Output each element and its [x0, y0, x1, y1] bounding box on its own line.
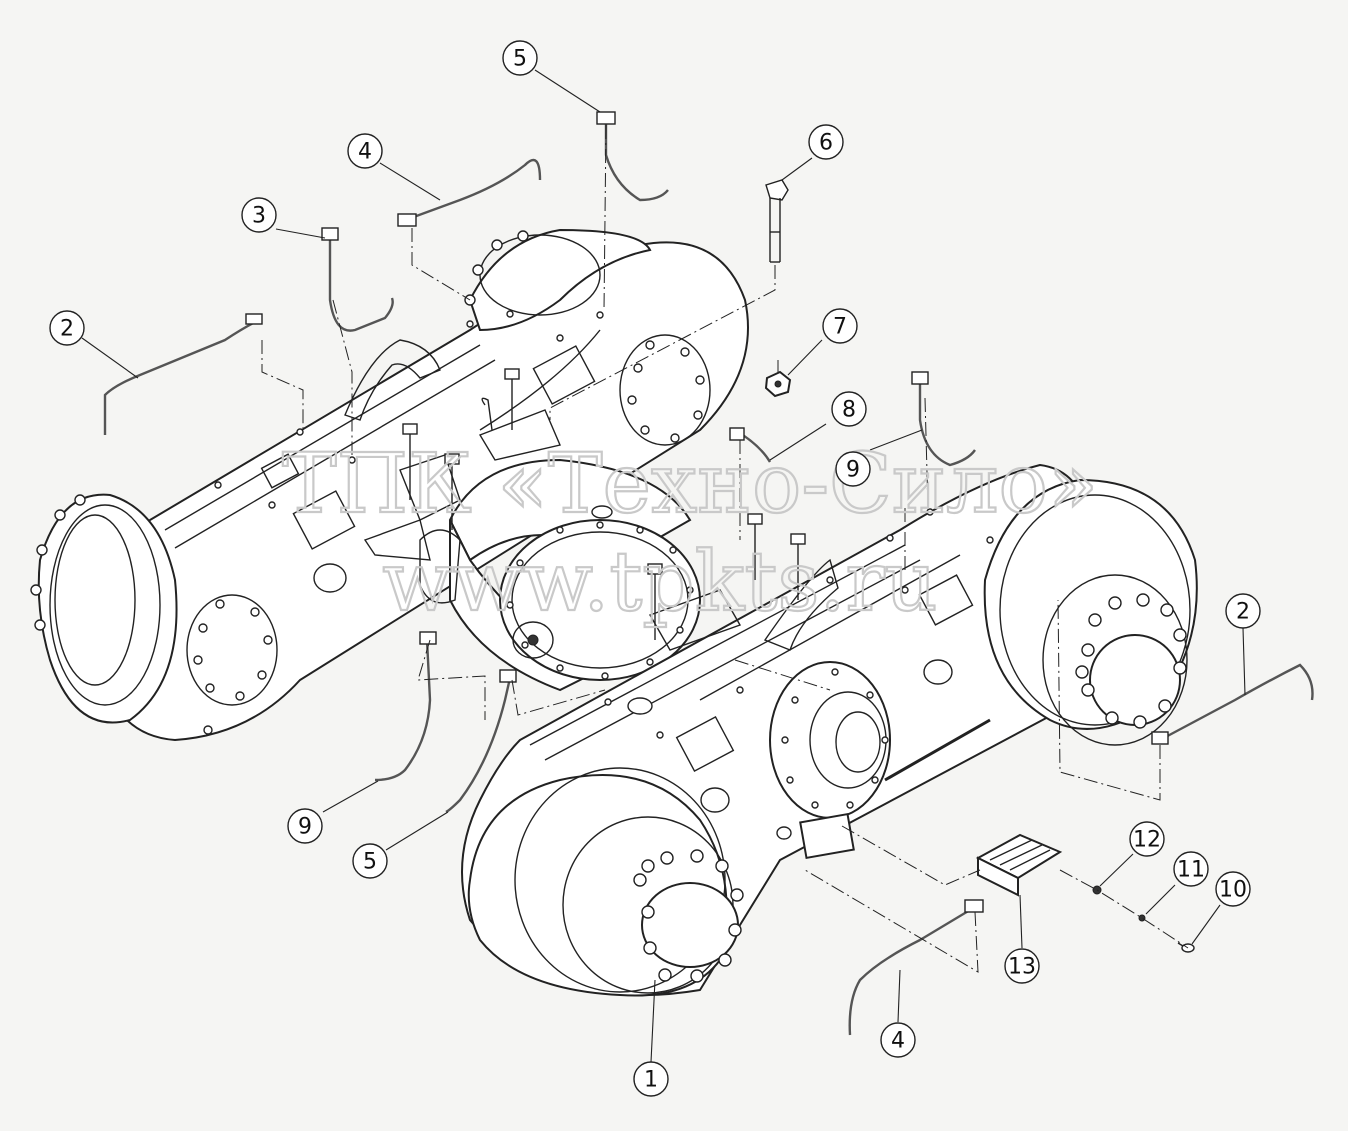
- callout-4-top: 4: [347, 133, 383, 169]
- callout-9-right: 9: [835, 451, 871, 487]
- hub-bolts-rear-right: [464, 230, 529, 306]
- callout-2-right: 2: [1225, 593, 1261, 629]
- svg-text:12: 12: [1133, 828, 1161, 853]
- leader-lines: [81, 69, 1246, 1063]
- callout-5-top: 5: [502, 40, 538, 76]
- svg-text:6: 6: [819, 131, 833, 156]
- dash-assembly-lines: [261, 124, 1189, 973]
- svg-text:13: 13: [1008, 955, 1036, 980]
- plate-part-13: [975, 833, 1063, 897]
- center-cover-bolts: [781, 668, 889, 809]
- callout-3: 3: [241, 197, 277, 233]
- svg-text:10: 10: [1219, 878, 1247, 903]
- callout-5-bottom: 5: [352, 843, 388, 879]
- watermark-company: ТПК «Техно-Сило»: [282, 437, 1098, 532]
- svg-text:5: 5: [363, 850, 377, 875]
- screw-part-10: [1177, 942, 1195, 953]
- watermark-url: www.tpkts.ru: [382, 535, 937, 630]
- svg-text:4: 4: [358, 140, 372, 165]
- svg-text:7: 7: [833, 315, 847, 340]
- callout-13: 13: [1004, 948, 1040, 984]
- cover-bolts-rear-right: [627, 340, 705, 443]
- callout-9-left: 9: [287, 808, 323, 844]
- svg-text:8: 8: [842, 398, 856, 423]
- callout-10: 10: [1215, 871, 1251, 907]
- svg-text:9: 9: [298, 815, 312, 840]
- svg-text:1: 1: [644, 1068, 658, 1093]
- washer-part-11: [1138, 914, 1146, 922]
- sensor-wires: [103, 111, 1314, 1036]
- watermark: ТПК «Техно-Сило» www.tpkts.ru: [281, 436, 1099, 631]
- callout-2-left: 2: [49, 310, 85, 346]
- cover-bolts-rear-left: [193, 599, 273, 701]
- hub-bolts-front-right: [1075, 593, 1187, 729]
- callout-11: 11: [1173, 851, 1209, 887]
- bolt-part-6: [765, 179, 789, 263]
- callout-7: 7: [822, 308, 858, 344]
- hub-bolts-rear-left: [30, 494, 86, 631]
- callout-4-bottom: 4: [880, 1022, 916, 1058]
- svg-text:2: 2: [1236, 600, 1250, 625]
- pad-plate: [799, 812, 855, 860]
- svg-text:9: 9: [846, 458, 860, 483]
- axle-flange-bolts: [506, 521, 694, 680]
- central-axle-housing: [363, 368, 701, 692]
- svg-text:11: 11: [1177, 858, 1205, 883]
- svg-text:2: 2: [60, 317, 74, 342]
- nut-part-7: [764, 370, 792, 398]
- callouts: 1 2 2 3 4 4 5 5 6 7 8 9 9 10 11 12 13: [49, 40, 1261, 1097]
- hub-bolts-front-left: [633, 849, 744, 983]
- callout-6: 6: [808, 124, 844, 160]
- svg-text:5: 5: [513, 47, 527, 72]
- callout-12: 12: [1129, 821, 1165, 857]
- svg-text:4: 4: [891, 1029, 905, 1054]
- svg-text:3: 3: [252, 204, 266, 229]
- callout-1: 1: [633, 1061, 669, 1097]
- callout-8: 8: [831, 391, 867, 427]
